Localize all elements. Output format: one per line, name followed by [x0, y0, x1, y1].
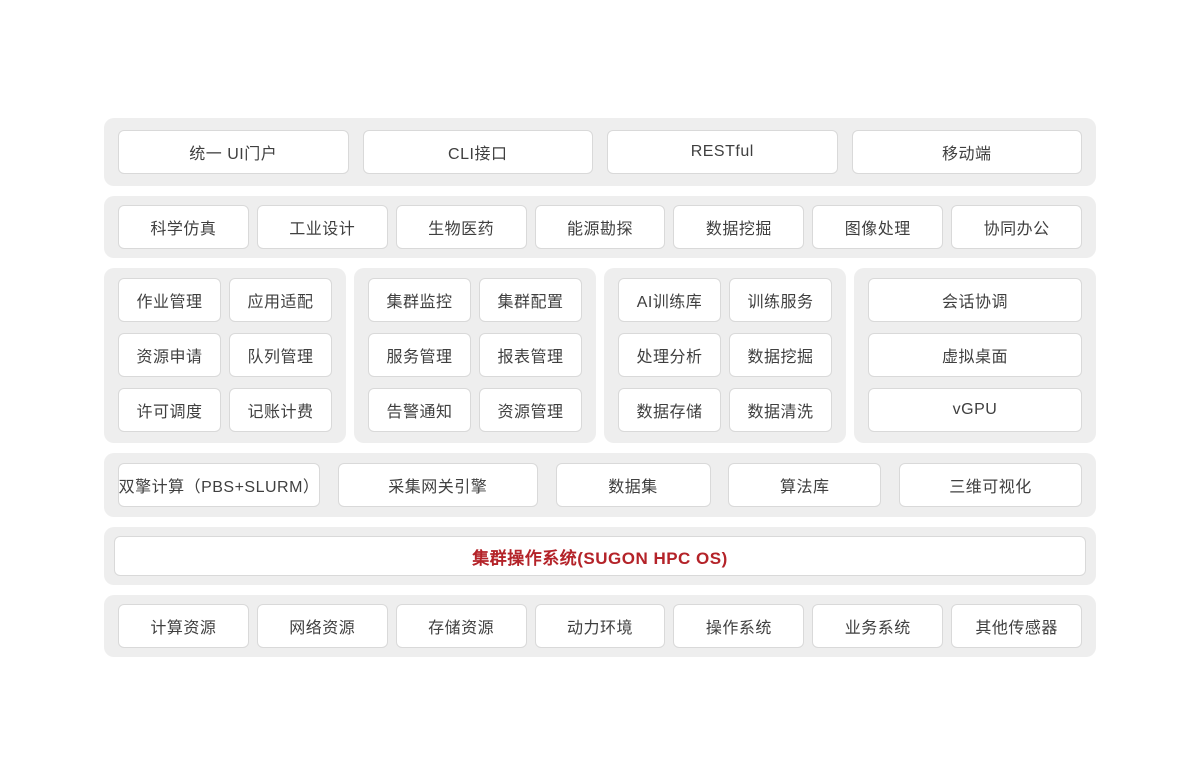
app-box: 科学仿真: [118, 205, 249, 249]
engine-box-gateway: 采集网关引擎: [337, 463, 538, 507]
resource-box: 网络资源: [256, 604, 388, 648]
module-box: 训练服务: [729, 278, 832, 322]
module-box: 记账计费: [229, 388, 332, 432]
resource-box: 其他传感器: [951, 604, 1083, 648]
access-box-mobile: 移动端: [851, 130, 1082, 174]
app-box: 能源勘探: [534, 205, 666, 249]
module-box: 数据挖掘: [729, 333, 832, 377]
resource-box: 动力环境: [534, 604, 666, 648]
module-box: 作业管理: [118, 278, 221, 322]
cluster-os-title: 集群操作系统(SUGON HPC OS): [114, 536, 1086, 576]
diagram-stack: 统一 UI门户 CLI接口 RESTful 移动端 科学仿真 工业设计 生物医药…: [104, 118, 1096, 657]
module-box: AI训练库: [618, 278, 721, 322]
module-box: 许可调度: [118, 388, 221, 432]
application-layer-band: 科学仿真 工业设计 生物医药 能源勘探 数据挖掘 图像处理 协同办公: [104, 196, 1096, 258]
module-box: 报表管理: [479, 333, 582, 377]
module-box: 资源管理: [479, 388, 582, 432]
module-box: 处理分析: [618, 333, 721, 377]
engine-layer-band: 双擎计算（PBS+SLURM） 采集网关引擎 数据集 算法库 三维可视化: [104, 453, 1096, 517]
access-box-ui-portal: 统一 UI门户: [118, 130, 349, 174]
module-box: 数据存储: [618, 388, 721, 432]
module-group-cluster-management: 集群监控 集群配置 服务管理 报表管理 告警通知 资源管理: [354, 268, 596, 443]
module-box: 数据清洗: [729, 388, 832, 432]
app-box: 图像处理: [812, 205, 944, 249]
module-group-virtual-desktop: 会话协调 虚拟桌面 vGPU: [854, 268, 1096, 443]
app-box: 生物医药: [395, 205, 527, 249]
module-layer-row: 作业管理 应用适配 资源申请 队列管理 许可调度 记账计费 集群监控 集群配置 …: [104, 268, 1096, 443]
resource-layer-band: 计算资源 网络资源 存储资源 动力环境 操作系统 业务系统 其他传感器: [104, 595, 1096, 657]
module-box: 资源申请: [118, 333, 221, 377]
app-box: 工业设计: [256, 205, 388, 249]
resource-box: 操作系统: [673, 604, 805, 648]
engine-box-algorithm-lib: 算法库: [728, 463, 882, 507]
app-box: 协同办公: [951, 205, 1083, 249]
access-box-cli: CLI接口: [362, 130, 593, 174]
module-box: 告警通知: [368, 388, 471, 432]
access-layer-band: 统一 UI门户 CLI接口 RESTful 移动端: [104, 118, 1096, 186]
module-box: 虚拟桌面: [868, 333, 1082, 377]
module-group-job-scheduling: 作业管理 应用适配 资源申请 队列管理 许可调度 记账计费: [104, 268, 346, 443]
module-group-ai-data: AI训练库 训练服务 处理分析 数据挖掘 数据存储 数据清洗: [604, 268, 846, 443]
module-box: 应用适配: [229, 278, 332, 322]
resource-box: 业务系统: [812, 604, 944, 648]
module-box: 会话协调: [868, 278, 1082, 322]
module-box: 集群监控: [368, 278, 471, 322]
app-box: 数据挖掘: [673, 205, 805, 249]
module-box: 队列管理: [229, 333, 332, 377]
access-box-restful: RESTful: [607, 130, 838, 174]
resource-box: 存储资源: [395, 604, 527, 648]
module-box: 服务管理: [368, 333, 471, 377]
module-box: vGPU: [868, 388, 1082, 432]
engine-box-3d-visualization: 三维可视化: [899, 463, 1082, 507]
module-box: 集群配置: [479, 278, 582, 322]
engine-box-dataset: 数据集: [555, 463, 711, 507]
resource-box: 计算资源: [118, 604, 249, 648]
engine-box-dual-scheduler: 双擎计算（PBS+SLURM）: [118, 463, 320, 507]
os-layer-band: 集群操作系统(SUGON HPC OS): [104, 527, 1096, 585]
